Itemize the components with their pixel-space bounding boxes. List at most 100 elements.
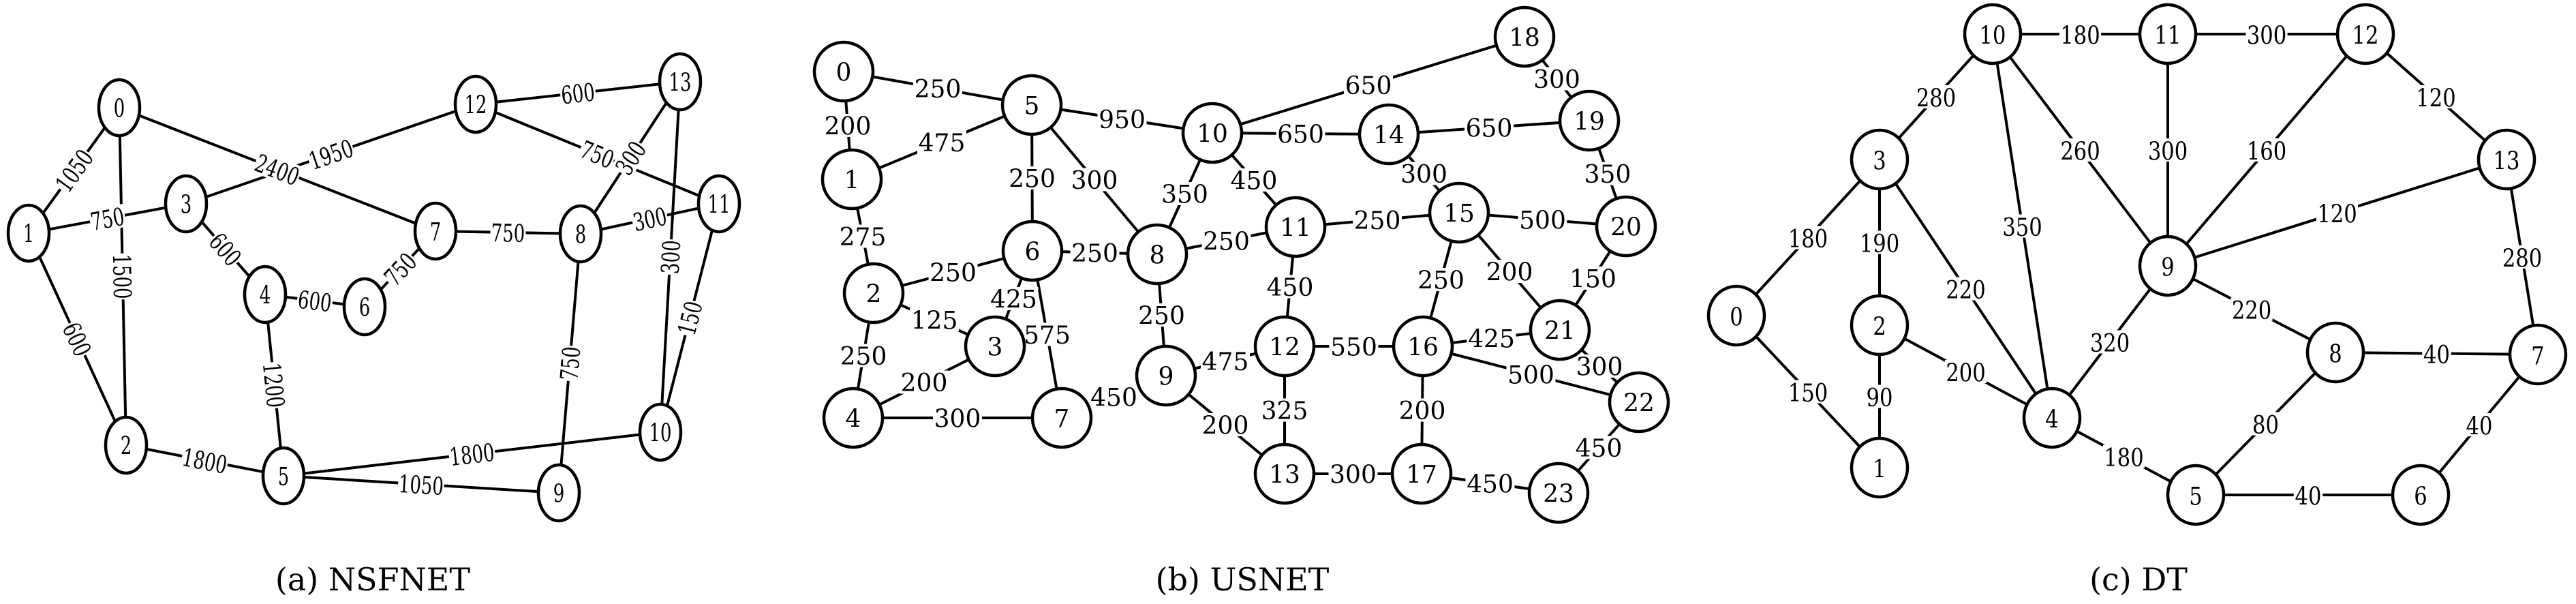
dt-edge-label-3-10: 280 <box>1915 84 1957 112</box>
dt-edge-label-5-6: 40 <box>2293 482 2323 511</box>
node-id: 20 <box>1610 214 1642 242</box>
usnet-edge-label-3-4: 200 <box>900 369 949 397</box>
usnet-edge-label-0-5: 250 <box>913 76 962 104</box>
edge-weight: 280 <box>1916 84 1956 112</box>
nsfnet-edge-label-3-12: 1950 <box>305 135 357 176</box>
dt-edge-label-9-8: 220 <box>2230 296 2273 325</box>
dt-node-2: 2 <box>1850 294 1910 357</box>
edge-label-background <box>2316 201 2359 224</box>
node-id: 3 <box>1873 147 1886 175</box>
caption-usnet: (b) USNET <box>1156 561 1330 598</box>
usnet-edge-label-2-3: 125 <box>910 307 959 335</box>
node-ellipse <box>2477 128 2536 191</box>
edge-label-background <box>1485 260 1534 283</box>
edge-label-background <box>2059 22 2102 46</box>
node-ellipse <box>2305 321 2365 384</box>
nsfnet-node-8: 8 <box>558 204 603 264</box>
edge-weight: 120 <box>2317 200 2357 228</box>
edge-label-background <box>2230 297 2273 321</box>
usnet-edge-label-3-6: 425 <box>989 286 1039 314</box>
edge-label-background <box>556 344 583 382</box>
edge-weight: 220 <box>2232 296 2271 324</box>
edge-label-background <box>1022 322 1072 346</box>
node-id: 13 <box>2494 147 2520 175</box>
usnet-edge-label-4-7: 300 <box>933 406 982 434</box>
node-id: 2 <box>1873 312 1886 341</box>
edge-label-background <box>1276 122 1325 145</box>
node-ellipse <box>1850 128 1910 191</box>
edge-label-background <box>1915 85 1957 108</box>
node-ellipse <box>2138 3 2198 65</box>
node-id: 13 <box>1269 462 1300 489</box>
node-circle <box>842 262 905 324</box>
edge-label-background <box>1353 208 1402 232</box>
edge-weight: 200 <box>1946 359 1985 387</box>
edge-weight: 250 <box>840 343 887 371</box>
edge-label-background <box>1328 462 1378 485</box>
usnet-edge-label-12-13: 325 <box>1260 397 1309 425</box>
edge-weight: 350 <box>1584 161 1631 189</box>
edge-weight: 250 <box>930 260 977 288</box>
edge-weight: 300 <box>1071 167 1118 195</box>
edge-label-background <box>823 114 872 137</box>
node-id: 9 <box>553 480 564 508</box>
usnet-node-22: 22 <box>1608 371 1670 434</box>
node-ellipse <box>696 174 741 234</box>
edge-label-background <box>2245 22 2288 46</box>
edge-weight: 550 <box>1330 334 1377 362</box>
dt-edge-label-13-7: 280 <box>2501 244 2543 273</box>
node-id: 5 <box>2189 482 2202 511</box>
node-id: 1 <box>1873 455 1886 483</box>
edge-label-background <box>1787 226 1829 250</box>
usnet-edge-label-7-9: 450 <box>1089 384 1139 412</box>
node-id: 21 <box>1544 318 1576 346</box>
edge-label-background <box>296 286 334 315</box>
edge-weight: 650 <box>1345 72 1392 100</box>
edge-label-background <box>1266 275 1315 299</box>
usnet-node-6: 6 <box>1001 220 1064 282</box>
nsfnet-edge-label-7-8: 750 <box>490 220 526 248</box>
dt-edge-label-9-4: 320 <box>2089 329 2131 358</box>
usnet-node-12: 12 <box>1253 315 1316 378</box>
nsfnet-edge-label-10-13: 300 <box>656 239 687 275</box>
dt-edge-label-4-5: 180 <box>2102 443 2145 472</box>
node-ellipse <box>453 74 498 134</box>
edge-label-background <box>2414 85 2457 108</box>
usnet-edge-label-11-15: 250 <box>1353 207 1402 235</box>
node-circle <box>822 387 885 449</box>
usnet-node-7: 7 <box>1030 387 1093 449</box>
node-circle <box>1390 442 1453 505</box>
edge-label-background <box>611 136 650 179</box>
nsfnet-node-10: 10 <box>638 402 683 462</box>
node-id: 11 <box>1280 215 1311 243</box>
edge-weight: 450 <box>1231 168 1278 196</box>
node-id: 16 <box>1407 334 1439 362</box>
edge-label-background <box>559 79 597 107</box>
edge-weight: 1800 <box>448 439 496 472</box>
edge-weight: 250 <box>1009 166 1056 194</box>
dt-node-5: 5 <box>2166 464 2226 526</box>
edge-weight: 90 <box>1867 383 1893 412</box>
edge-label-background <box>838 224 887 248</box>
nsfnet-edge-label-12-13: 600 <box>559 78 597 110</box>
edge-weight: 150 <box>1788 378 1828 407</box>
edge-weight: 350 <box>1161 181 1208 209</box>
node-id: 8 <box>575 221 586 249</box>
node-ellipse <box>342 277 387 337</box>
edge-weight: 325 <box>1261 397 1308 425</box>
dt-node-13: 13 <box>2477 128 2536 191</box>
node-id: 5 <box>1024 93 1040 121</box>
nsfnet-edge-label-8-11: 300 <box>630 203 669 237</box>
edge-label-background <box>205 228 246 271</box>
node-ellipse <box>164 174 209 234</box>
caption-dt: (c) DT <box>2089 561 2188 598</box>
edge-weight: 40 <box>2295 482 2322 511</box>
edge-label-background <box>2059 138 2102 162</box>
edge-label-background <box>928 260 978 284</box>
node-id: 1 <box>23 220 34 248</box>
edge-weight: 300 <box>1330 462 1377 489</box>
node-circle <box>1181 102 1244 164</box>
usnet-node-4: 4 <box>822 387 885 449</box>
